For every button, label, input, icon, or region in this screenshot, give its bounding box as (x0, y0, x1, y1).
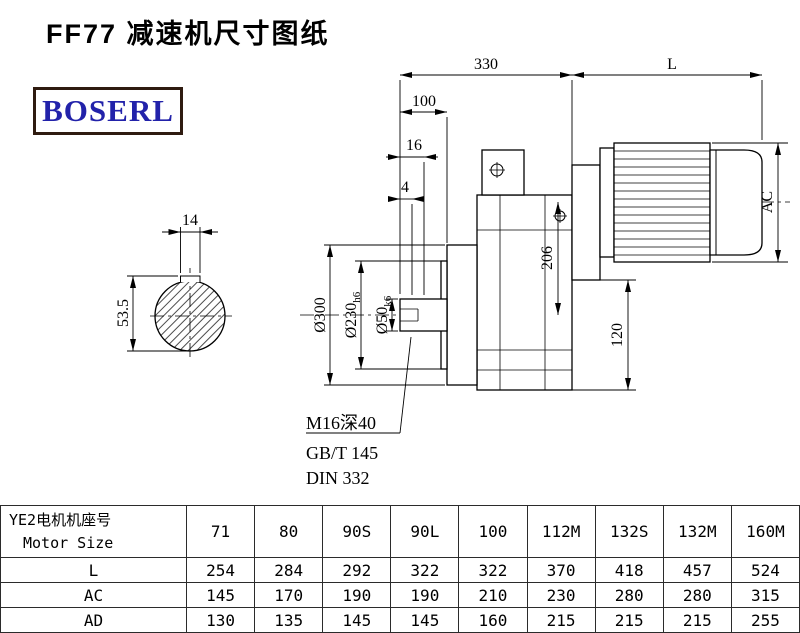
value-cell: 190 (390, 582, 460, 608)
housing-top-boss (481, 149, 525, 196)
table-row-AD: AD 130 135 145 145 160 215 215 215 255 (0, 607, 800, 633)
value-cell: 145 (322, 607, 392, 633)
value-cell: 170 (254, 582, 324, 608)
size-cell: 132M (662, 505, 732, 558)
size-cell: 90S (322, 505, 392, 558)
value-cell: 254 (185, 557, 256, 583)
dim-206: 206 (539, 246, 556, 270)
page-title: FF77 减速机尺寸图纸 (46, 19, 330, 49)
row-label: AD (0, 607, 187, 633)
value-cell: 215 (662, 607, 732, 633)
value-cell: 130 (185, 607, 256, 633)
size-cell: 90L (390, 505, 460, 558)
size-cell: 100 (458, 505, 528, 558)
value-cell: 135 (254, 607, 324, 633)
value-cell: 145 (390, 607, 460, 633)
motor-fan-cover (709, 149, 763, 256)
motor-cooling-fins (614, 150, 710, 256)
motor-body (613, 142, 711, 263)
size-cell: 112M (526, 505, 596, 558)
size-cell: 80 (254, 505, 324, 558)
header-line2: Motor Size (23, 533, 114, 552)
motor-adapter (571, 164, 601, 281)
shaft-section-detail (154, 273, 226, 352)
value-cell: 280 (594, 582, 664, 608)
dim-keyway-height: 53.5 (115, 299, 132, 327)
dim-keyway-width: 14 (182, 212, 198, 229)
value-cell: 315 (730, 582, 800, 608)
shaft-center-hole (400, 308, 419, 322)
value-cell: 524 (730, 557, 800, 583)
center-hole-notes: M16深40 GB/T 145 DIN 332 (306, 336, 412, 488)
value-cell: 210 (458, 582, 528, 608)
dim-120: 120 (609, 323, 626, 347)
value-cell: 190 (322, 582, 392, 608)
row-label: L (0, 557, 187, 583)
dim-spigot-diameter: Ø230h6 (343, 291, 363, 338)
dim-AC: AC (759, 191, 776, 213)
note-center-hole: M16深40 (306, 413, 376, 433)
value-cell: 418 (594, 557, 664, 583)
dimension-annotations: 330 L 100 16 4 AC 206 120 Ø300 (115, 56, 788, 391)
value-cell: 370 (526, 557, 596, 583)
reducer-main-view (399, 142, 763, 391)
value-cell: 160 (458, 607, 528, 633)
keyway (180, 275, 201, 283)
size-cell: 160M (730, 505, 800, 558)
value-cell: 457 (662, 557, 732, 583)
dim-L: L (667, 56, 677, 73)
boserl-logo: BOSERL (33, 87, 183, 135)
bore-circle (154, 280, 226, 352)
value-cell: 215 (526, 607, 596, 633)
logo-text: BOSERL (42, 93, 174, 128)
table-row-L: L 254 284 292 322 322 370 418 457 524 (0, 557, 800, 583)
dim-flange-diameter: Ø300 (312, 297, 329, 333)
value-cell: 215 (594, 607, 664, 633)
value-cell: 280 (662, 582, 732, 608)
dim-330: 330 (474, 56, 498, 73)
reducer-dimension-drawing: 330 L 100 16 4 AC 206 120 Ø300 (115, 56, 790, 488)
dim-4: 4 (401, 179, 409, 196)
dim-shaft-diameter: Ø50k6 (374, 295, 394, 334)
value-cell: 230 (526, 582, 596, 608)
note-standard-gb: GB/T 145 (306, 443, 378, 463)
value-cell: 145 (185, 582, 256, 608)
size-cell: 132S (594, 505, 664, 558)
size-cell: 71 (185, 505, 256, 558)
value-cell: 284 (254, 557, 324, 583)
row-label: AC (0, 582, 187, 608)
motor-size-header-cell: YE2电机机座号 Motor Size (0, 505, 187, 558)
header-line1: YE2电机机座号 (9, 511, 112, 529)
table-header-row: YE2电机机座号 Motor Size 71 80 90S 90L 100 11… (0, 505, 800, 558)
value-cell: 255 (730, 607, 800, 633)
output-flange (446, 244, 478, 386)
note-standard-din: DIN 332 (306, 468, 370, 488)
value-cell: 292 (322, 557, 392, 583)
dim-100: 100 (412, 93, 436, 110)
motor-flange (599, 147, 615, 258)
output-shaft (399, 298, 448, 332)
value-cell: 322 (390, 557, 460, 583)
dim-16: 16 (406, 137, 422, 154)
motor-size-table: YE2电机机座号 Motor Size 71 80 90S 90L 100 11… (0, 505, 800, 633)
value-cell: 322 (458, 557, 528, 583)
table-row-AC: AC 145 170 190 190 210 230 280 280 315 (0, 582, 800, 608)
